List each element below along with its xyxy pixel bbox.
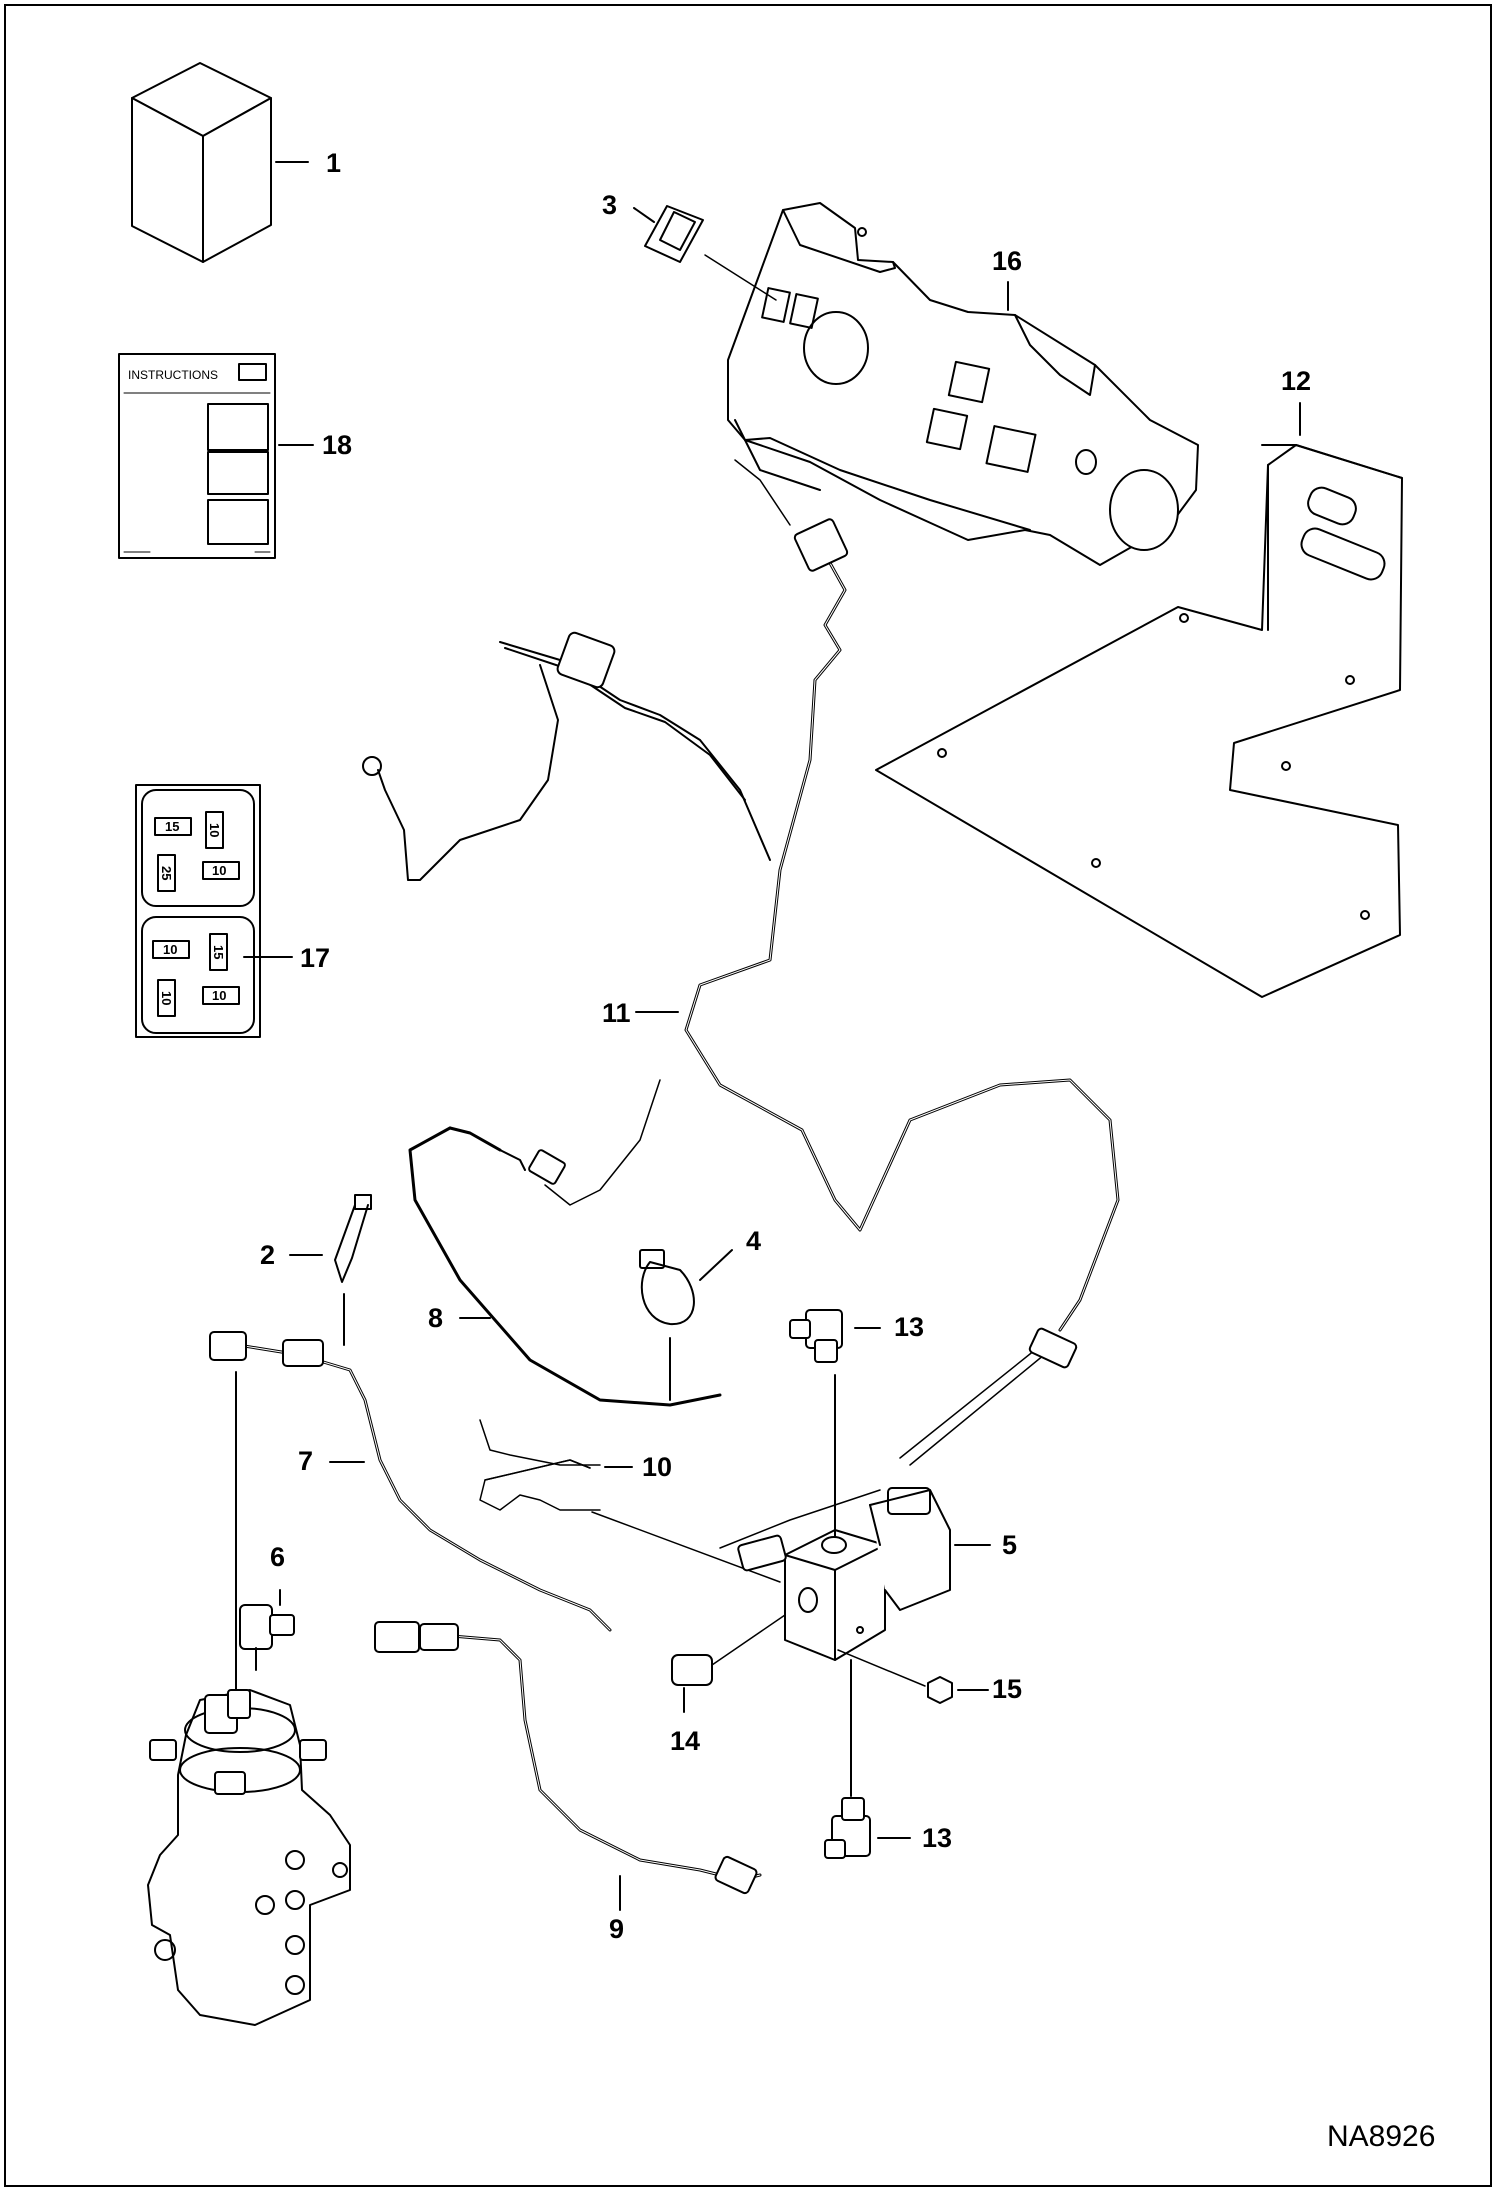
callout-12: 12 [1281,366,1312,396]
callout-11: 11 [602,998,631,1028]
part-5-valve [719,1374,991,1661]
fuse-label: 10 [207,823,222,837]
part-7-hose [209,1331,612,1632]
fuse-label: 10 [159,991,174,1005]
callout-9: 9 [609,1914,625,1944]
callout-5: 5 [1002,1530,1018,1560]
drawing-reference: NA8926 [1327,2120,1436,2153]
part-6-fitting [239,1589,295,1671]
callout-17: 17 [300,943,331,973]
callout-14: 14 [670,1726,701,1756]
part-4-clamp [639,1249,733,1401]
part-8-cable [408,1079,722,1407]
fuse-label: 10 [163,942,177,957]
callout-13-lower: 13 [922,1823,953,1853]
callout-13-upper: 13 [894,1312,925,1342]
part-11-wire-harness [362,459,1120,1466]
part-18-instructions: INSTRUCTIONS [118,353,314,559]
part-9-hose [374,1621,762,1911]
callout-1: 1 [326,148,342,178]
callout-7: 7 [298,1446,314,1476]
part-16-switch-panel [727,202,1199,566]
part-13-fitting-lower [824,1659,911,1859]
callout-3: 3 [602,190,618,220]
callout-8: 8 [428,1303,444,1333]
part-1-box [131,62,309,263]
diagram-border [4,4,1492,2187]
callout-6: 6 [270,1542,286,1572]
callout-2: 2 [260,1240,276,1270]
instructions-title: INSTRUCTIONS [128,368,218,382]
part-10-sensor-wire [479,1419,781,1583]
callout-4: 4 [746,1226,762,1256]
callout-15: 15 [992,1674,1023,1704]
fuse-label: 10 [212,863,226,878]
callout-18: 18 [322,430,353,460]
fuse-label: 15 [165,819,179,834]
fuse-label: 15 [211,945,226,959]
fuse-label: 25 [159,866,174,880]
rotary-manifold [147,1371,351,2026]
part-3-rocker-switch [633,205,777,301]
part-15-plug [837,1649,989,1704]
part-17-fuse-decal: 15 10 25 10 10 15 10 10 [135,784,293,1038]
fuse-label: 10 [212,988,226,1003]
part-13-fitting-upper [789,1309,881,1363]
callout-10: 10 [642,1452,673,1482]
part-12-mounting-plate [875,402,1403,998]
part-2-clamp [289,1194,372,1346]
callout-16: 16 [992,246,1023,276]
part-14-fitting [671,1614,786,1713]
